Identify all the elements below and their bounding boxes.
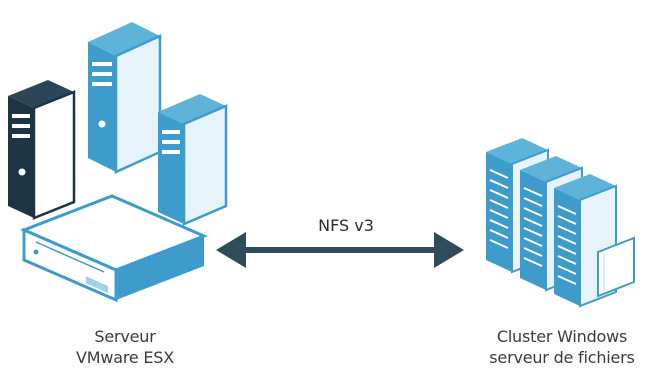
dark-tower-server-icon	[8, 80, 76, 220]
file-cluster-label-line1: Cluster Windows	[496, 327, 628, 346]
file-cluster-label: Cluster Windows serveur de fichiers	[468, 326, 656, 368]
blue-tower-server-icon	[88, 22, 162, 174]
rack-server-icon	[20, 194, 208, 303]
light-blue-tower-server-icon	[158, 94, 228, 226]
esx-server-label: Serveur VMware ESX	[40, 326, 210, 368]
esx-server-label-line2: VMware ESX	[75, 348, 175, 367]
esx-server-label-line1: Serveur	[94, 327, 156, 346]
protocol-label: NFS v3	[318, 216, 374, 235]
file-cluster-label-line2: serveur de fichiers	[489, 348, 635, 367]
bidirectional-arrow-icon	[216, 232, 464, 268]
file-server-cluster-icon	[486, 138, 635, 308]
